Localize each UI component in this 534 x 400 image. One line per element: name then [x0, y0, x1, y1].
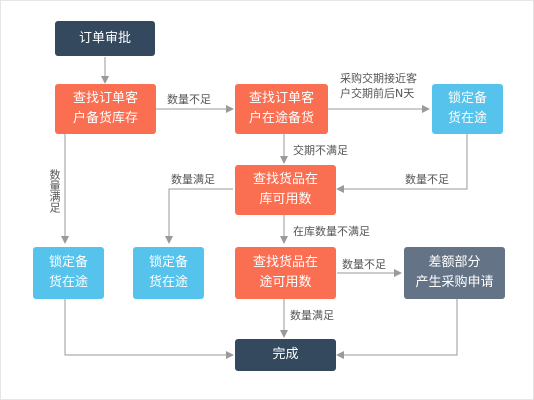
edge-purchase-to-complete [336, 299, 458, 359]
edge-label-stock-not-met: 在库数量不满足 [293, 225, 370, 238]
node-check-customer-stock: 查找订单客 户备货库存 [55, 84, 156, 134]
node-label-line: 锁定备 [447, 91, 487, 106]
node-lock-transit-top: 锁定备 货在途 [432, 84, 503, 134]
node-label-line: 查找货品在 [252, 172, 318, 187]
edge-label-insufficient-1: 数量不足 [167, 93, 211, 106]
node-label-line: 锁定备 [148, 255, 188, 270]
edge-label-quantity-met-2: 数量满足 [290, 309, 334, 322]
node-complete: 完成 [235, 339, 336, 371]
node-shortfall-purchase: 差额部分 产生采购申请 [404, 247, 505, 299]
node-label-line: 查找订单客 [248, 91, 314, 106]
node-shortfall-purchase-text: 差额部分 产生采购申请 [415, 253, 493, 293]
node-check-customer-stock-text: 查找订单客 户备货库存 [73, 89, 138, 129]
node-lock-transit-left-text: 锁定备 货在途 [49, 253, 88, 293]
edge-label-quantity-met-1: 数量满足 [171, 173, 215, 186]
node-label-line: 锁定备 [48, 255, 88, 270]
node-label-line: 户备货库存 [72, 111, 138, 126]
edge-label-delivery-not-met: 交期不满足 [293, 144, 348, 157]
node-check-customer-transit-text: 查找订单客 户在途备货 [249, 89, 314, 129]
node-label-line: 差额部分 [428, 255, 481, 270]
node-check-customer-transit: 查找订单客 户在途备货 [235, 84, 328, 134]
node-label-line: 库可用数 [259, 192, 312, 207]
node-check-product-transit: 查找货品在 途可用数 [235, 247, 336, 299]
node-lock-transit-top-text: 锁定备 货在途 [448, 89, 487, 129]
node-label-line: 途可用数 [259, 275, 312, 290]
edge-lock-left-to-complete [64, 299, 234, 359]
node-label-line: 货在途 [48, 275, 88, 290]
node-check-product-stock: 查找货品在 库可用数 [235, 165, 336, 215]
node-check-product-stock-text: 查找货品在 库可用数 [253, 170, 318, 210]
node-lock-stock: 锁定备 货在途 [133, 247, 204, 299]
edge-label-insufficient-2: 数量不足 [405, 173, 449, 186]
node-order-approval-label: 订单审批 [78, 30, 131, 46]
edge-label-purchase-line1: 采购交期接近客 [340, 72, 417, 85]
node-label-line: 查找订单客 [72, 91, 138, 106]
node-order-approval: 订单审批 [55, 21, 155, 56]
node-label-line: 产生采购申请 [415, 275, 494, 290]
node-label-line: 户在途备货 [248, 111, 314, 126]
edge-product-stock-to-lock [165, 188, 233, 244]
edge-label-insufficient-3: 数量不足 [342, 258, 386, 271]
node-label-line: 货在途 [148, 275, 188, 290]
edge-lock-to-product-stock [336, 134, 468, 193]
node-label-line: 货在途 [447, 111, 487, 126]
edge-label-quantity-met-vertical: 数量满足 [48, 169, 61, 213]
node-complete-label: 完成 [272, 347, 299, 362]
node-lock-stock-text: 锁定备 货在途 [149, 253, 188, 293]
node-check-product-transit-text: 查找货品在 途可用数 [253, 253, 318, 293]
node-lock-transit-left: 锁定备 货在途 [33, 247, 104, 299]
edge-label-purchase-line2: 户交期前后N天 [340, 87, 415, 100]
node-label-line: 查找货品在 [252, 255, 318, 270]
